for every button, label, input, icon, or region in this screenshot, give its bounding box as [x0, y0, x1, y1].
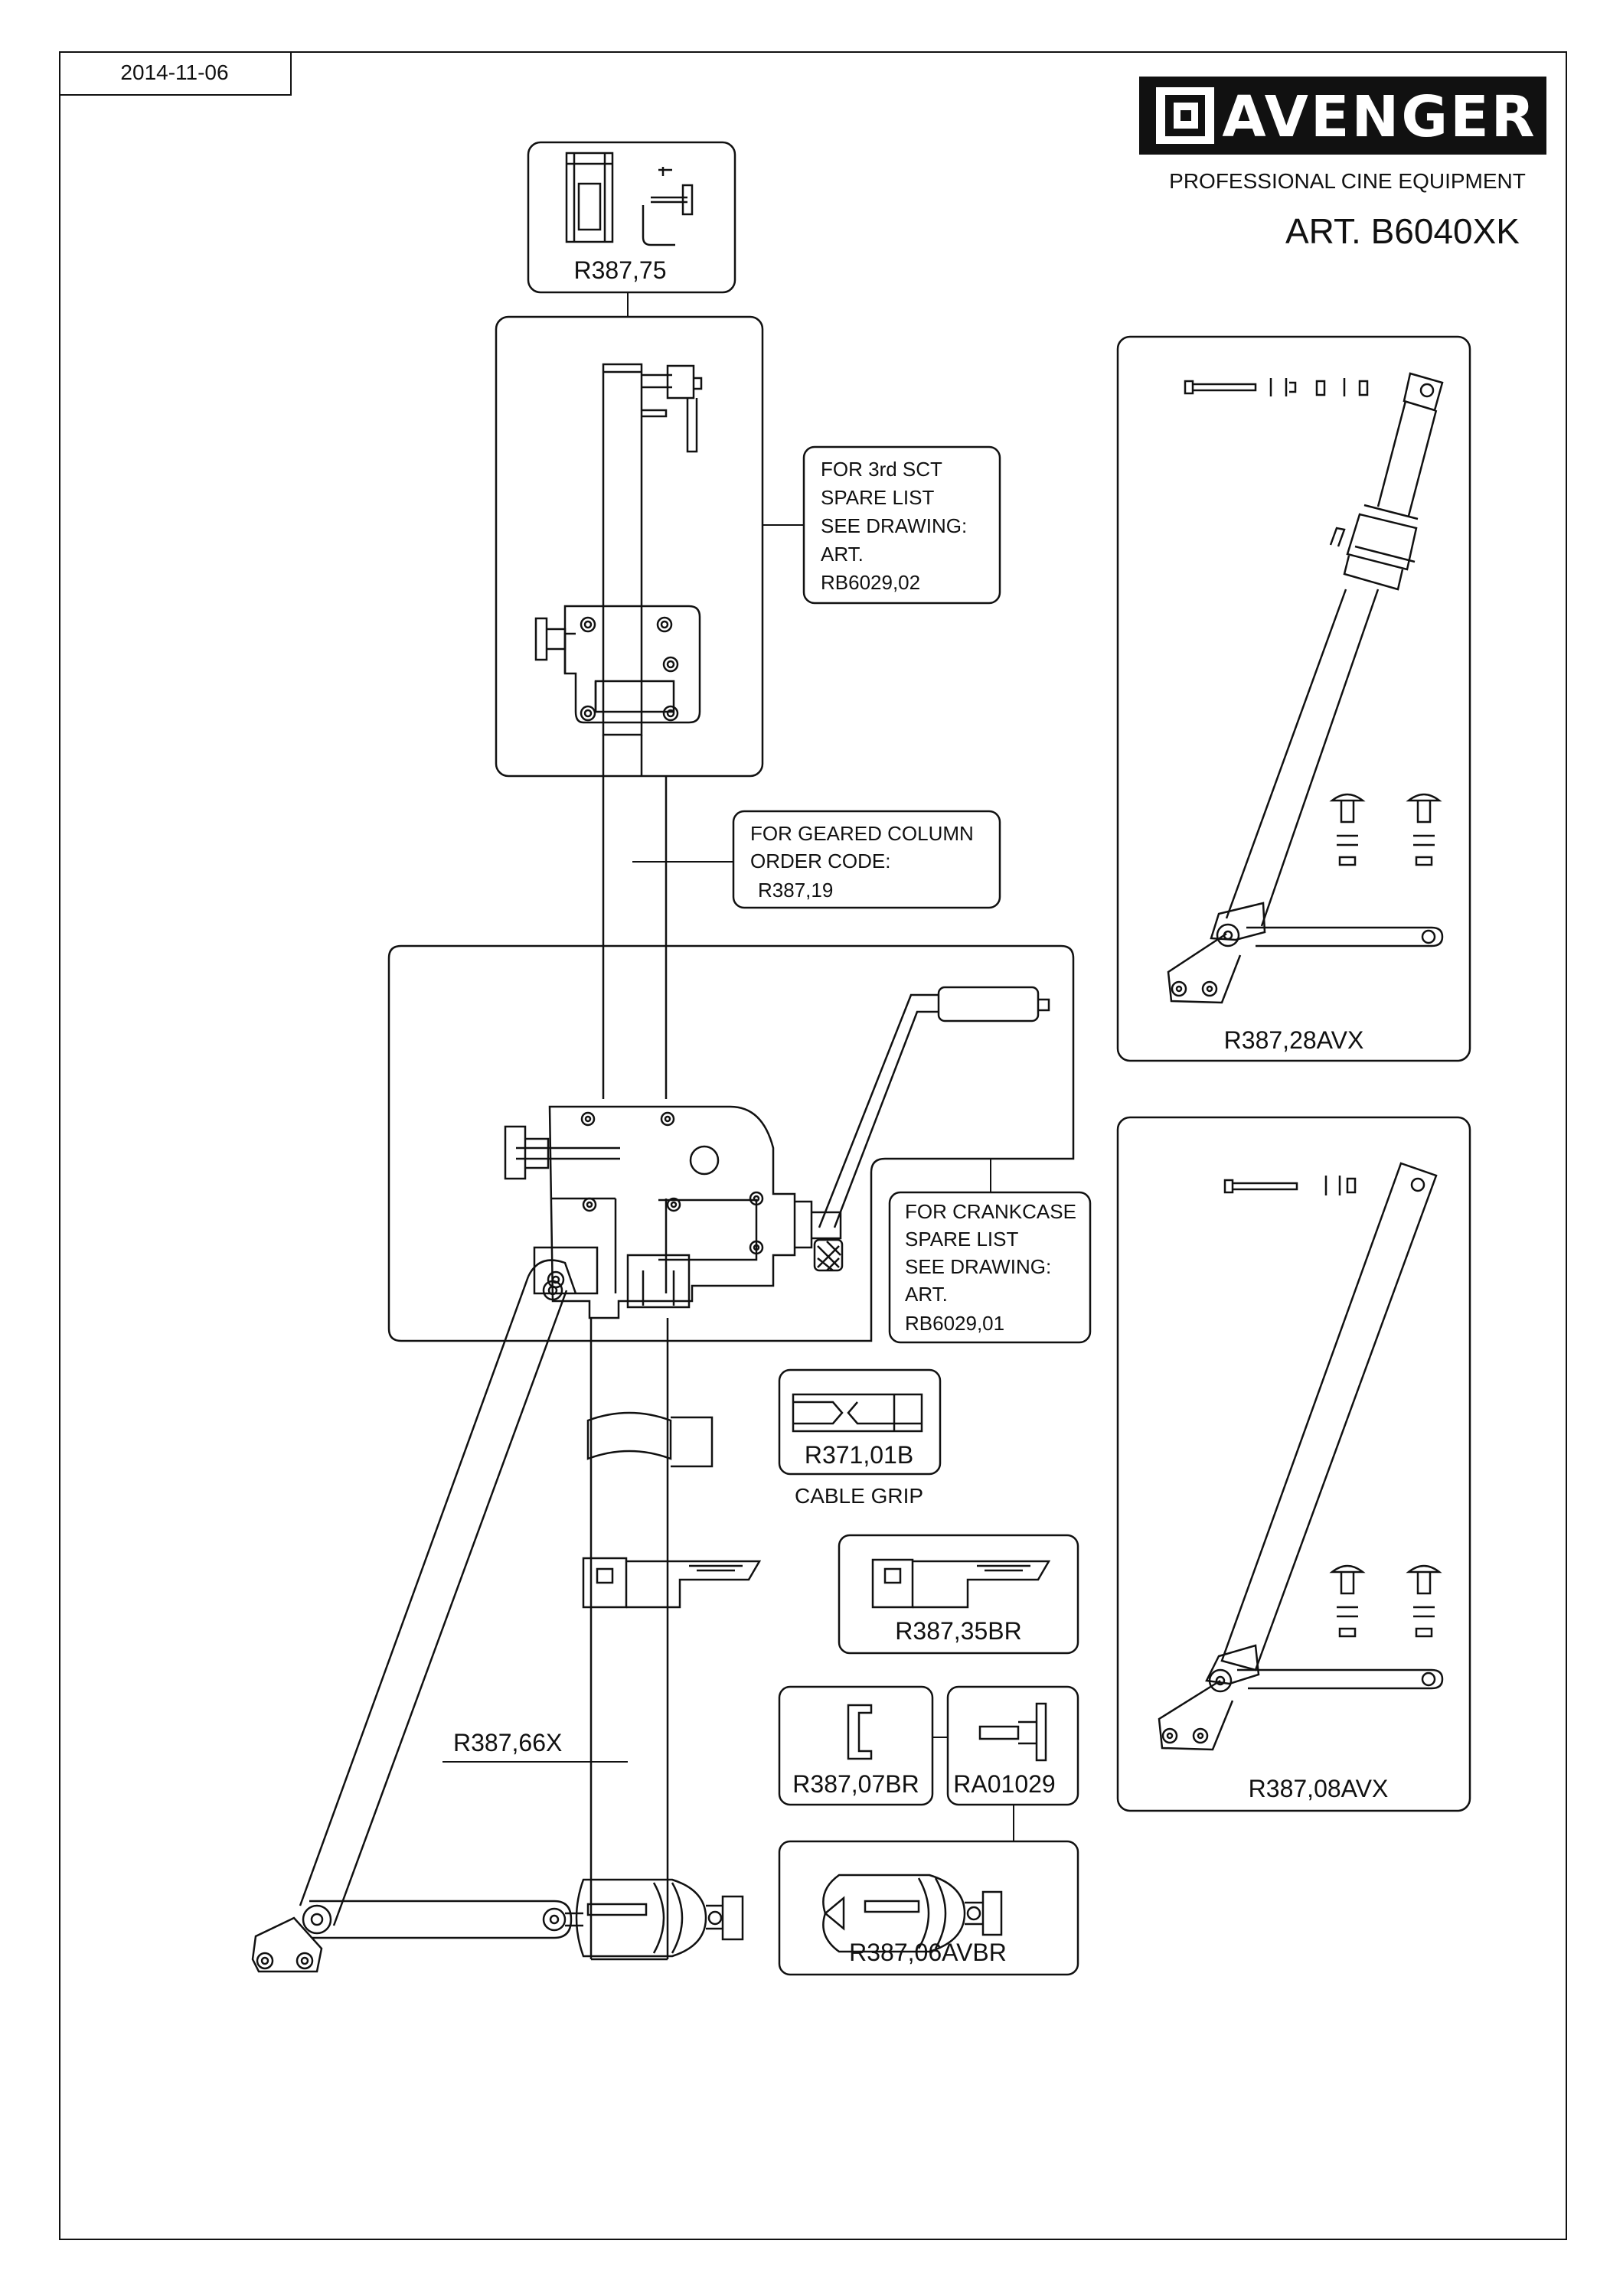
top-adapter-code: R387,75: [574, 256, 667, 284]
date-box: 2014-11-06: [60, 51, 292, 96]
cable-grip-code: R371,01B: [805, 1441, 913, 1469]
brand-name: AVENGER: [1222, 84, 1536, 150]
note-geared-line-1: FOR GEARED COLUMN: [750, 822, 974, 845]
drawing-frame: [59, 51, 1567, 2240]
note-third-line-5: RB6029,02: [821, 571, 920, 594]
column-tube-middle: [602, 776, 668, 1099]
upper-column-box: [495, 315, 764, 778]
lower-column: [575, 1318, 762, 1961]
knob-code: RA01029: [953, 1770, 1055, 1798]
step-code: R387,35BR: [895, 1617, 1021, 1645]
note-third-line-1: FOR 3rd SCT: [821, 458, 942, 481]
note-geared-line-2: ORDER CODE:: [750, 850, 890, 872]
top-adapter-box: R387,75: [527, 141, 736, 317]
step-box: R387,35BR: [838, 1534, 1079, 1655]
clamp-code: R387,06AVBR: [849, 1939, 1007, 1966]
leg-assembly: [251, 1259, 583, 1973]
upper-arm-box: R387,28AVX: [1116, 335, 1471, 1062]
crank-knurl-icon: [813, 1238, 844, 1272]
date-label: 2014-11-06: [120, 60, 228, 84]
clip-code: R387,07BR: [792, 1770, 919, 1798]
crankcase-box: [387, 944, 1075, 1342]
knob-box: RA01029: [946, 1685, 1079, 1841]
upper-arm-code: R387,28AVX: [1224, 1026, 1364, 1054]
note-crankcase-line-4: ART.: [905, 1283, 948, 1306]
note-crankcase-line-5: RB6029,01: [905, 1312, 1004, 1335]
note-geared-column: FOR GEARED COLUMN ORDER CODE: R387,19: [632, 810, 1001, 909]
lower-arm-code: R387,08AVX: [1249, 1775, 1389, 1802]
lower-arm-screw-icon: [1329, 1564, 1442, 1638]
note-crankcase-line-1: FOR CRANKCASE: [905, 1200, 1076, 1223]
adapter-sleeve-icon: [565, 152, 614, 243]
t-pin-icon: [642, 167, 694, 246]
upper-arm-screw-icon: [1329, 793, 1442, 866]
note-third-line-2: SPARE LIST: [821, 486, 934, 509]
clip-box: R387,07BR: [778, 1685, 934, 1806]
note-crankcase: FOR CRANKCASE SPARE LIST SEE DRAWING: AR…: [888, 1159, 1092, 1344]
clamp-box: R387,06AVBR: [778, 1840, 1079, 1976]
cable-grip-name: CABLE GRIP: [795, 1484, 923, 1508]
article-number: ART. B6040XK: [1285, 211, 1520, 251]
cable-grip-box: R371,01B: [778, 1368, 942, 1476]
leg-code: R387,66X: [453, 1729, 562, 1756]
leg-label-group: R387,66X: [442, 1729, 628, 1763]
note-third-line-4: ART.: [821, 543, 864, 566]
note-geared-line-3: R387,19: [758, 879, 833, 902]
note-crankcase-line-2: SPARE LIST: [905, 1228, 1018, 1251]
note-third-line-3: SEE DRAWING:: [821, 514, 967, 537]
lower-arm-box: R387,08AVX: [1116, 1116, 1471, 1812]
note-crankcase-line-3: SEE DRAWING:: [905, 1255, 1051, 1278]
brand-logo: AVENGER: [1139, 77, 1546, 155]
brand-tagline: PROFESSIONAL CINE EQUIPMENT: [1169, 169, 1526, 193]
note-third-section: FOR 3rd SCT SPARE LIST SEE DRAWING: ART.…: [763, 445, 1001, 605]
